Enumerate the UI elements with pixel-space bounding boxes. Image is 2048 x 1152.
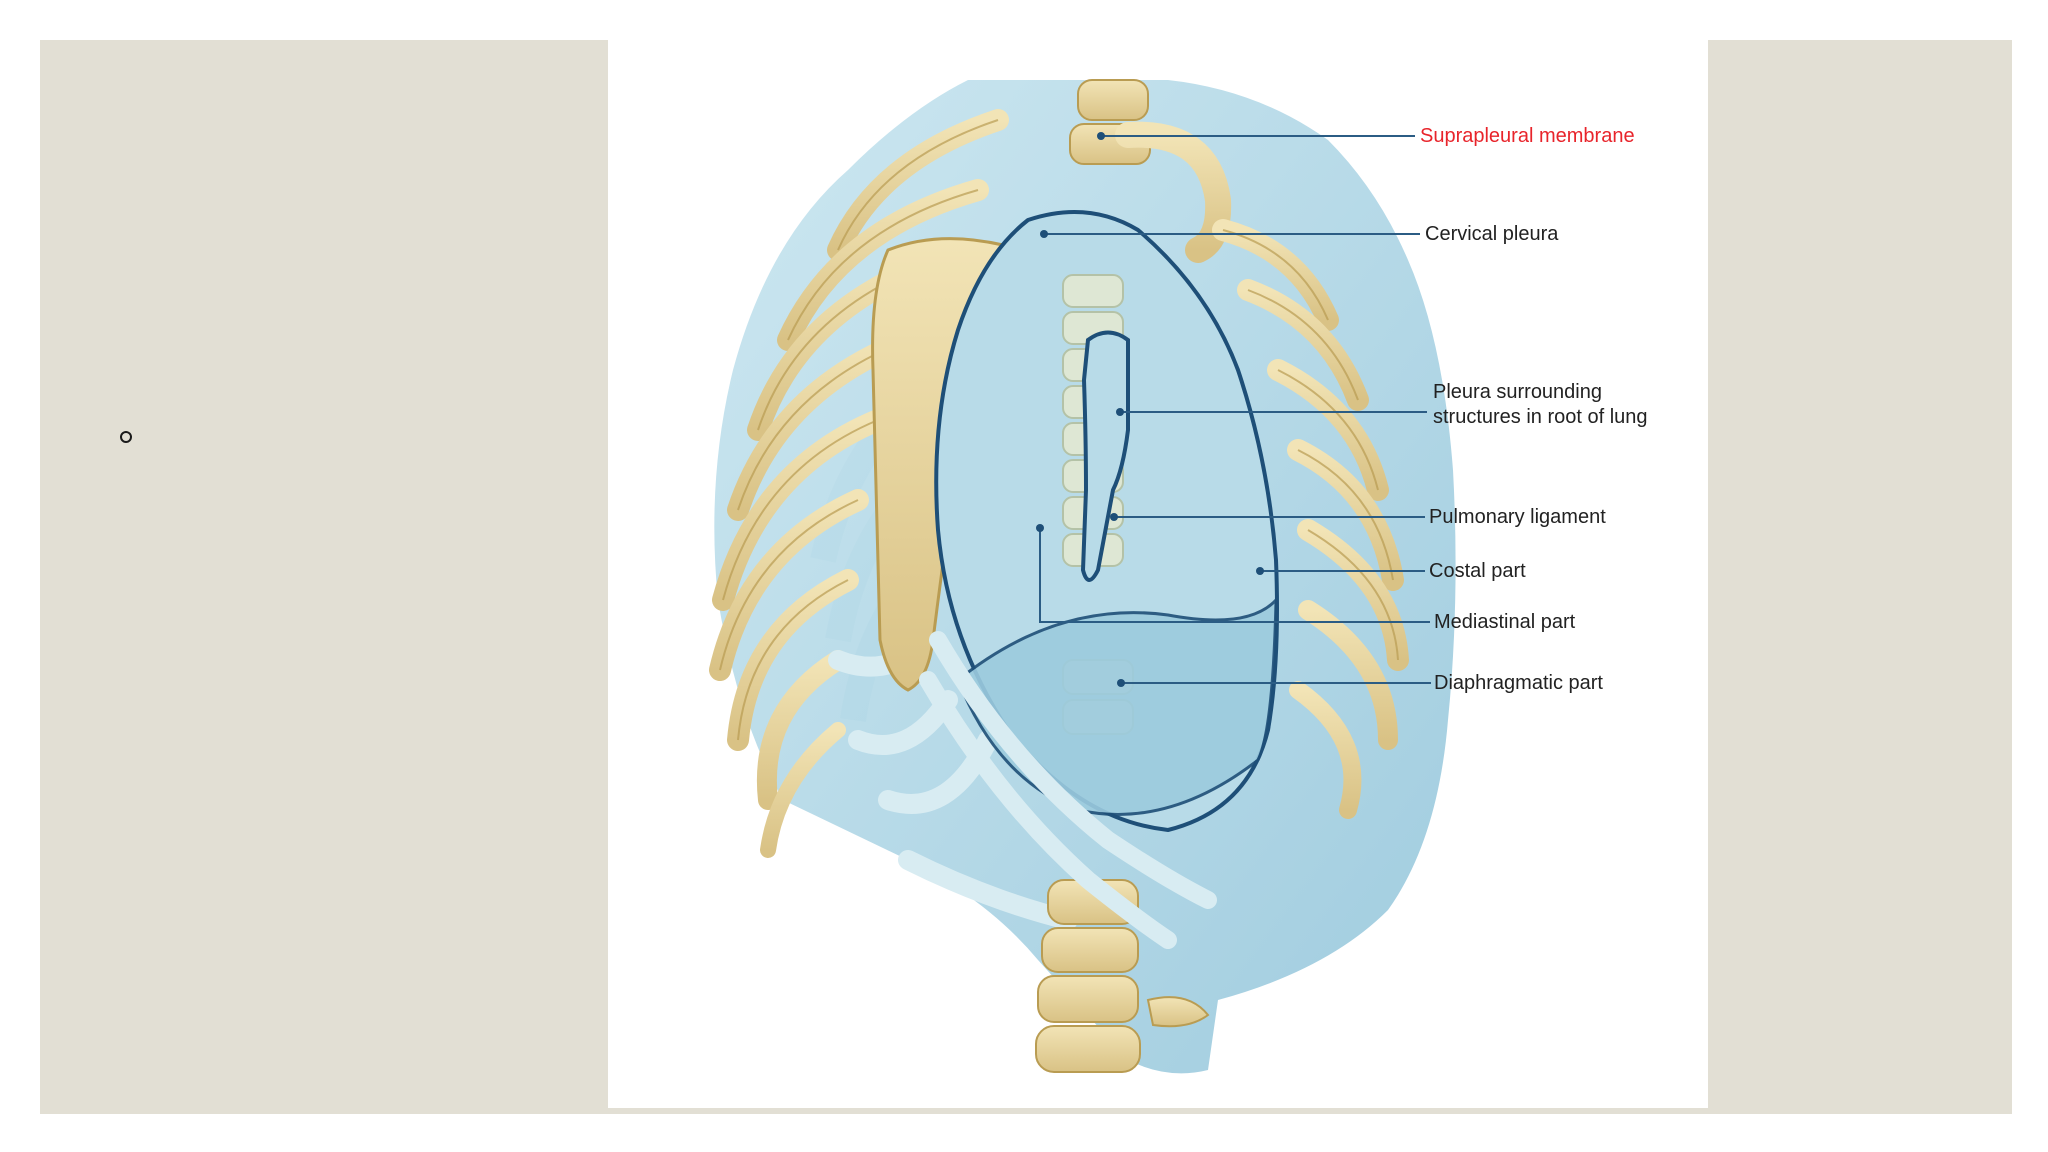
label-suprapleural-membrane: Suprapleural membrane: [1420, 125, 1635, 147]
leader-lines: [1036, 132, 1431, 687]
label-cervical-pleura: Cervical pleura: [1425, 223, 1559, 245]
hollow-circle-bullet-icon: [120, 431, 132, 443]
thoracic-pleura-figure: Suprapleural membrane Cervical pleura Pl…: [608, 40, 1708, 1108]
thorax-illustration: [709, 79, 1456, 1074]
label-diaphragmatic-part: Diaphragmatic part: [1434, 672, 1603, 694]
first-rib: [1115, 121, 1232, 263]
label-pleura-root-of-lung: Pleura surrounding structures in root of…: [1433, 381, 1648, 428]
root-of-lung-sleeve: [1080, 330, 1130, 582]
right-rib-outlines: [1222, 229, 1399, 661]
label-costal-part: Costal part: [1429, 560, 1526, 582]
costal-margin: [919, 631, 1217, 949]
label-mediastinal-part: Mediastinal part: [1434, 611, 1576, 633]
label-pulmonary-ligament: Pulmonary ligament: [1429, 506, 1606, 528]
